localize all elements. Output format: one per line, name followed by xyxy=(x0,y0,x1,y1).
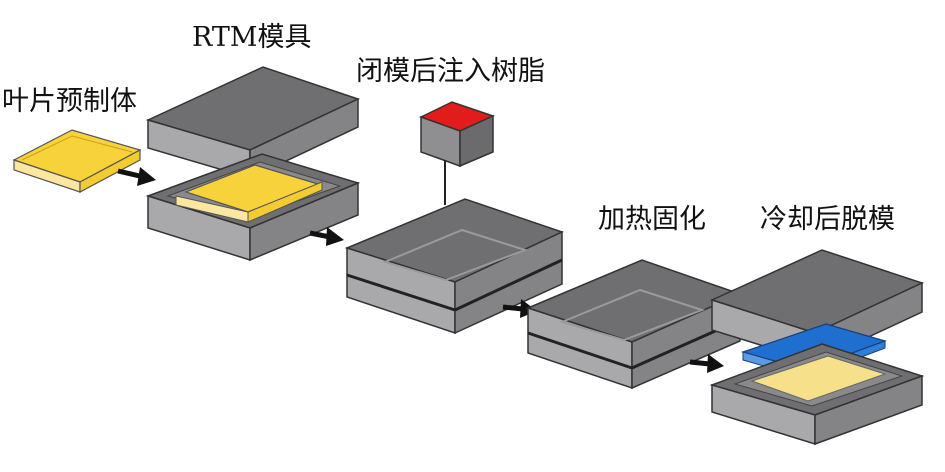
arrow-icon xyxy=(117,167,156,186)
arrow-icon xyxy=(689,354,724,373)
mold-upper-half xyxy=(145,66,361,180)
closed-mold-injection xyxy=(344,198,565,335)
preform-in-mold xyxy=(175,164,323,223)
label-rtm-mold: RTM模具 xyxy=(192,22,312,53)
label-inject-resin: 闭模后注入树脂 xyxy=(356,56,545,87)
label-cool-demold: 冷却后脱模 xyxy=(760,204,895,235)
preform-blade xyxy=(12,129,142,193)
label-heat-cure: 加热固化 xyxy=(598,204,706,235)
arrow-icon xyxy=(309,227,344,246)
demold-lower-half xyxy=(709,343,925,446)
injector-cube-icon xyxy=(419,101,496,205)
label-preform: 叶片预制体 xyxy=(2,86,137,117)
